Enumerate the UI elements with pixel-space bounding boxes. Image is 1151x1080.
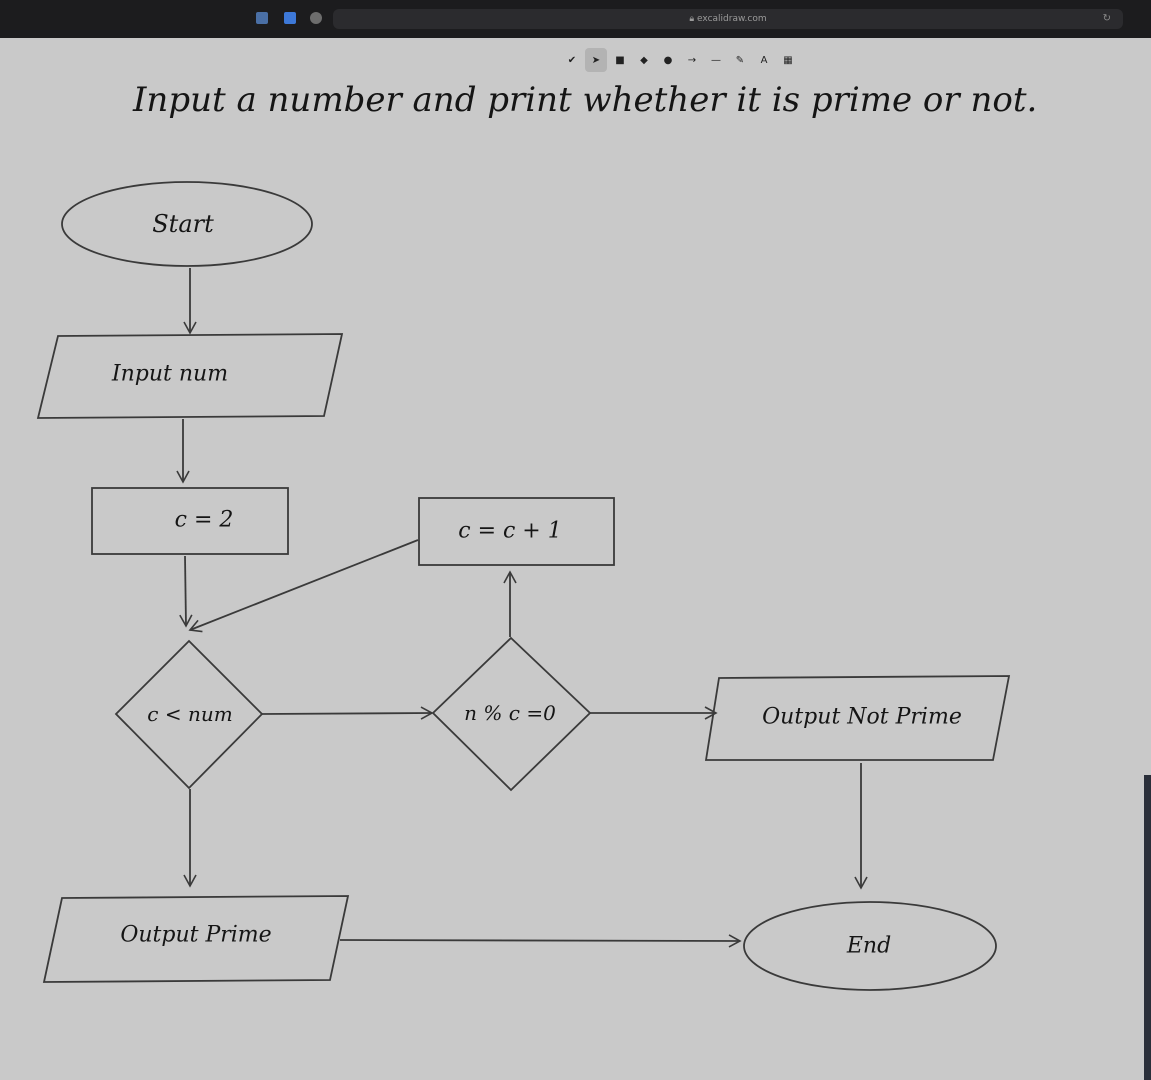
side-panel-edge [1144, 775, 1151, 1080]
line-tool[interactable]: — [711, 54, 721, 66]
privacy-icon[interactable] [310, 12, 322, 24]
diamond-tool[interactable]: ◆ [640, 54, 648, 66]
increment-process-box[interactable] [418, 497, 615, 566]
increment-label: c = c + 1 [458, 519, 561, 544]
tab-icon[interactable] [284, 12, 296, 24]
condition-label: c < num [147, 702, 232, 726]
image-tool[interactable]: ▦ [783, 54, 793, 66]
select-tool[interactable]: ➤ [585, 48, 607, 72]
condition-diamond[interactable] [114, 639, 264, 790]
divisible-diamond[interactable] [431, 636, 592, 792]
end-terminal[interactable] [743, 901, 997, 991]
ellipse-tool[interactable]: ● [663, 54, 673, 66]
arrow-condition-to-divisible[interactable] [261, 706, 434, 720]
prime-parallelogram[interactable] [42, 895, 350, 983]
input-label: Input num [111, 362, 228, 387]
excalidraw-toolbar: ✔ ➤ ■ ◆ ● → — ✎ A ▦ [561, 46, 799, 74]
address-text: excalidraw.com [697, 14, 767, 24]
input-parallelogram[interactable] [36, 333, 344, 419]
arrow-init-to-condition[interactable] [179, 555, 193, 628]
page-title: Input a number and print whether it is p… [133, 80, 1038, 120]
text-tool[interactable]: A [760, 54, 768, 66]
divisible-label: n % c =0 [464, 701, 556, 725]
rectangle-tool[interactable]: ■ [615, 54, 625, 66]
arrow-prime-to-end[interactable] [339, 934, 742, 948]
prime-label: Output Prime [120, 923, 271, 948]
lock-tool[interactable]: ✔ [567, 54, 577, 66]
lock-icon: 🔒︎ [689, 14, 698, 24]
not-prime-label: Output Not Prime [762, 705, 962, 730]
not-prime-parallelogram[interactable] [704, 675, 1011, 761]
sidebar-icon[interactable] [256, 12, 268, 24]
browser-toolbar: 🔒︎ excalidraw.com ↻ [0, 0, 1151, 38]
arrow-increment-to-condition[interactable] [188, 539, 419, 633]
start-terminal[interactable] [61, 181, 313, 267]
draw-tool[interactable]: ✎ [735, 54, 745, 66]
address-bar[interactable]: 🔒︎ excalidraw.com ↻ [333, 9, 1123, 29]
end-label: End [846, 934, 891, 959]
arrow-tool[interactable]: → [687, 54, 697, 66]
reload-icon[interactable]: ↻ [1102, 13, 1111, 24]
start-label: Start [152, 210, 214, 238]
init-label: c = 2 [175, 508, 234, 533]
init-process-box[interactable] [91, 487, 289, 555]
